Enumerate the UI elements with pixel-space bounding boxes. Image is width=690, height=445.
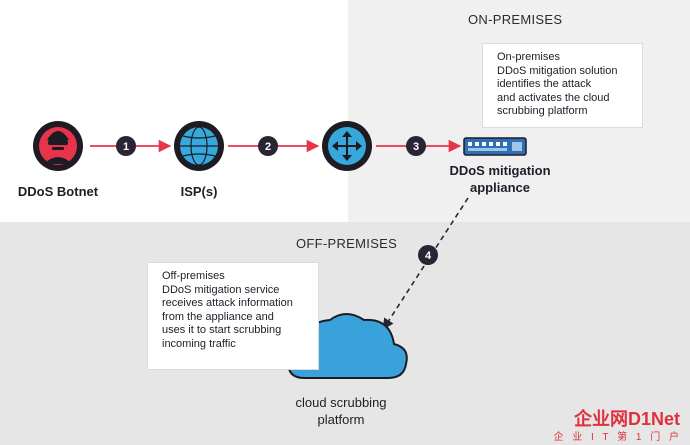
- internet-zone: [0, 0, 348, 222]
- step-4-number: 4: [425, 250, 432, 262]
- on-premises-note: On-premises DDoS mitigation solution ide…: [482, 43, 643, 128]
- step-3-marker: 3: [406, 136, 426, 156]
- appliance-label: DDoS mitigation appliance: [449, 163, 551, 195]
- step-2-marker: 2: [258, 136, 278, 156]
- appliance-icon: [463, 137, 527, 156]
- globe-icon: [174, 121, 224, 171]
- off-premises-note: Off-premises DDoS mitigation service rec…: [147, 262, 319, 370]
- on-premises-title: ON-PREMISES: [468, 12, 563, 27]
- cloud-label: cloud scrubbing platform: [295, 395, 387, 427]
- watermark-text: 企 业 I T 第 1 门 户: [553, 432, 682, 443]
- watermark-logo: 企业网D1Net: [573, 409, 680, 429]
- step-1-marker: 1: [116, 136, 136, 156]
- step-2-number: 2: [265, 141, 271, 153]
- step-4-marker: 4: [418, 245, 438, 265]
- step-1-number: 1: [123, 141, 129, 153]
- off-premises-title: OFF-PREMISES: [296, 236, 398, 251]
- step-3-number: 3: [413, 141, 419, 153]
- isp-label: ISP(s): [180, 184, 218, 199]
- botnet-label: DDoS Botnet: [17, 184, 99, 199]
- arrow-appliance-to-cloud: [382, 197, 469, 330]
- hacker-icon: [33, 121, 83, 171]
- router-icon: [322, 121, 372, 171]
